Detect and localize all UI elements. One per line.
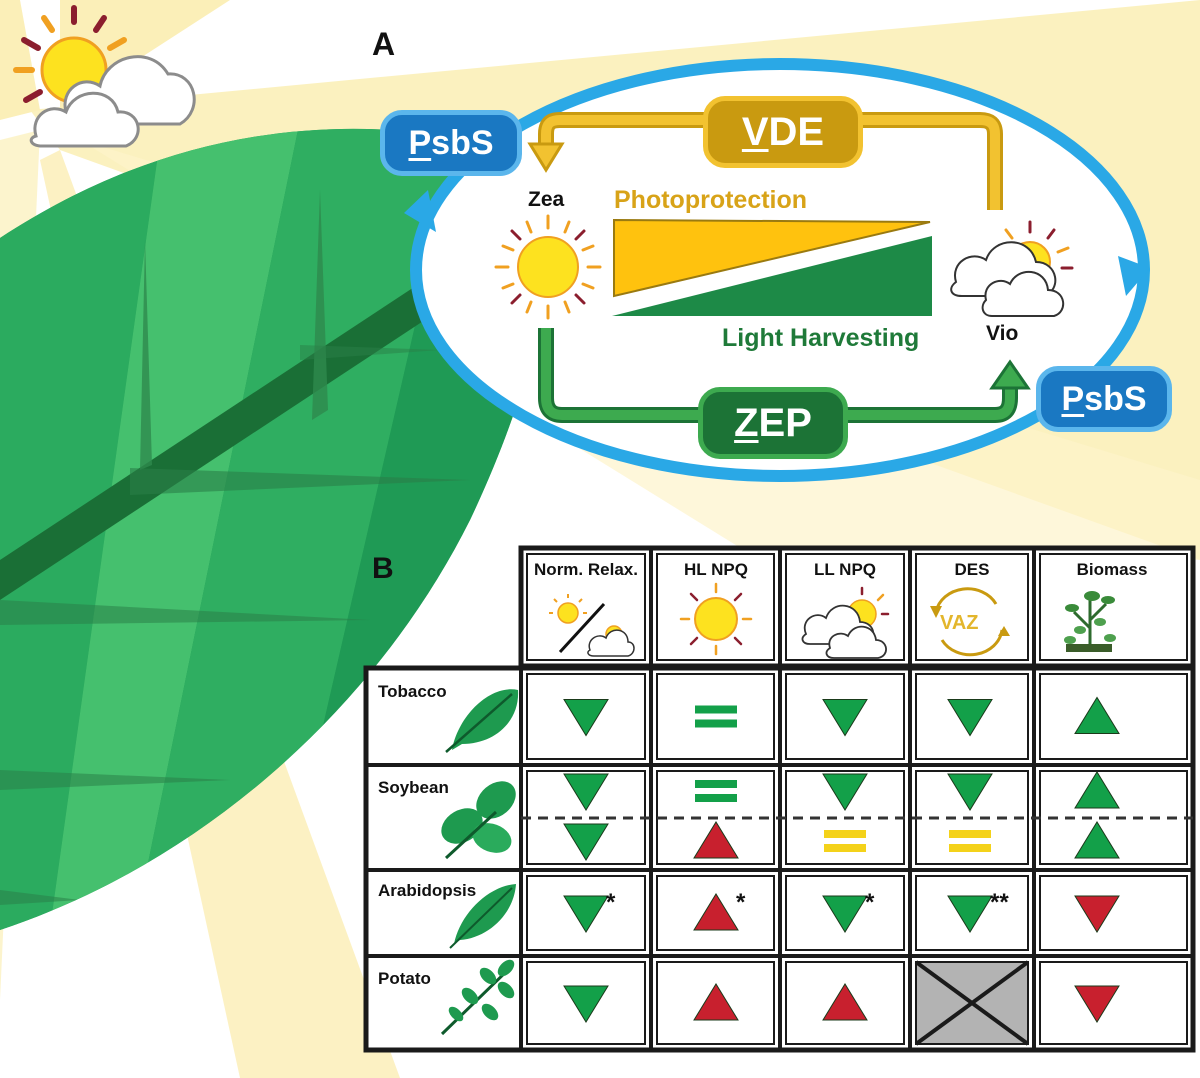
arabidopsis-norm-relax-mark bbox=[563, 895, 609, 933]
xanthophyll-cycle-diagram bbox=[404, 58, 1150, 482]
biomass-plant-icon bbox=[1064, 591, 1116, 652]
soybean-biomass-mark-2 bbox=[1074, 821, 1120, 859]
potato-norm-relax-mark bbox=[563, 985, 609, 1023]
potato-leaf-icon bbox=[440, 959, 515, 1036]
psbs-left-rest: sbS bbox=[431, 123, 494, 162]
zea-sun-icon bbox=[494, 214, 602, 320]
zea-label: Zea bbox=[528, 188, 565, 211]
vaz-icon-text: VAZ bbox=[940, 612, 979, 634]
column-header-norm-relax: Norm. Relax. bbox=[534, 560, 638, 579]
arabidopsis-des-mark bbox=[947, 895, 993, 933]
tobacco-hl-npq-mark bbox=[695, 705, 737, 728]
table-marks bbox=[563, 696, 1120, 1046]
zep-initial: Z bbox=[734, 400, 759, 445]
soybean-ll-npq-mark-1 bbox=[822, 773, 868, 811]
sun-cloud-icon bbox=[13, 5, 196, 148]
potato-biomass-mark bbox=[1074, 985, 1120, 1023]
tobacco-leaf-icon bbox=[445, 689, 519, 753]
row-label-arabidopsis: Arabidopsis bbox=[378, 881, 477, 900]
potato-des-mark bbox=[914, 960, 1030, 1046]
light-harvesting-label: Light Harvesting bbox=[722, 324, 920, 352]
soybean-des-mark-1 bbox=[947, 773, 993, 811]
vde-arrowhead bbox=[527, 142, 565, 173]
ll-npq-cloud-icon bbox=[801, 586, 890, 659]
zep-rest: EP bbox=[758, 400, 812, 445]
soybean-leaf-icon bbox=[441, 781, 516, 860]
arabidopsis-hl-npq-mark-asterisk: * bbox=[736, 889, 746, 916]
arabidopsis-biomass-mark bbox=[1074, 895, 1120, 933]
tobacco-des-mark bbox=[947, 699, 993, 737]
soybean-des-mark-2 bbox=[949, 830, 991, 852]
arabidopsis-des-mark-asterisk: ** bbox=[990, 889, 1009, 916]
arabidopsis-ll-npq-mark bbox=[822, 895, 868, 933]
panel-b-label: B bbox=[372, 552, 394, 585]
vio-cloud-icon bbox=[950, 220, 1074, 317]
psbs-right-rest: sbS bbox=[1084, 379, 1147, 418]
soybean-norm-relax-mark-2 bbox=[563, 823, 609, 861]
soybean-hl-npq-mark-2 bbox=[693, 821, 739, 859]
hl-npq-sun-icon bbox=[679, 582, 753, 656]
arabidopsis-leaf-icon bbox=[449, 884, 516, 949]
row-label-soybean: Soybean bbox=[378, 778, 449, 797]
vde-rest: DE bbox=[768, 109, 825, 154]
arabidopsis-norm-relax-mark-asterisk: * bbox=[606, 889, 616, 916]
arabidopsis-ll-npq-mark-asterisk: * bbox=[865, 889, 875, 916]
column-header-ll-npq: LL NPQ bbox=[813, 560, 877, 579]
potato-hl-npq-mark bbox=[693, 983, 739, 1021]
panel-a-label: A bbox=[372, 26, 396, 62]
psbs-left-initial: P bbox=[408, 123, 432, 162]
soybean-hl-npq-mark-1 bbox=[695, 780, 737, 802]
photoprotection-label: Photoprotection bbox=[614, 186, 808, 214]
row-label-potato: Potato bbox=[378, 969, 431, 988]
cycle-arrowhead-left bbox=[404, 190, 436, 232]
photoprotection-triangle bbox=[613, 218, 931, 298]
arabidopsis-hl-npq-mark bbox=[693, 893, 739, 931]
light-harvesting-triangle bbox=[612, 236, 932, 316]
vde-initial: V bbox=[741, 109, 769, 154]
phenotype-table bbox=[363, 545, 1196, 1053]
soybean-ll-npq-mark-2 bbox=[824, 830, 866, 852]
des-vaz-cycle-icon bbox=[930, 587, 1010, 657]
soybean-biomass-mark-1 bbox=[1074, 771, 1120, 809]
cycle-arrowhead-right bbox=[1118, 256, 1150, 296]
column-header-hl-npq: HL NPQ bbox=[684, 560, 748, 579]
tobacco-biomass-mark bbox=[1074, 696, 1120, 734]
norm-relax-icon bbox=[549, 594, 635, 657]
row-label-tobacco: Tobacco bbox=[378, 682, 447, 701]
column-header-des: DES bbox=[954, 560, 990, 579]
psbs-right-initial: P bbox=[1061, 379, 1085, 418]
potato-ll-npq-mark bbox=[822, 983, 868, 1021]
tobacco-norm-relax-mark bbox=[563, 699, 609, 737]
column-header-biomass: Biomass bbox=[1076, 560, 1148, 579]
zep-arrowhead bbox=[989, 359, 1031, 390]
soybean-norm-relax-mark-1 bbox=[563, 773, 609, 811]
vio-label: Vio bbox=[986, 322, 1019, 345]
tobacco-ll-npq-mark bbox=[822, 699, 868, 737]
